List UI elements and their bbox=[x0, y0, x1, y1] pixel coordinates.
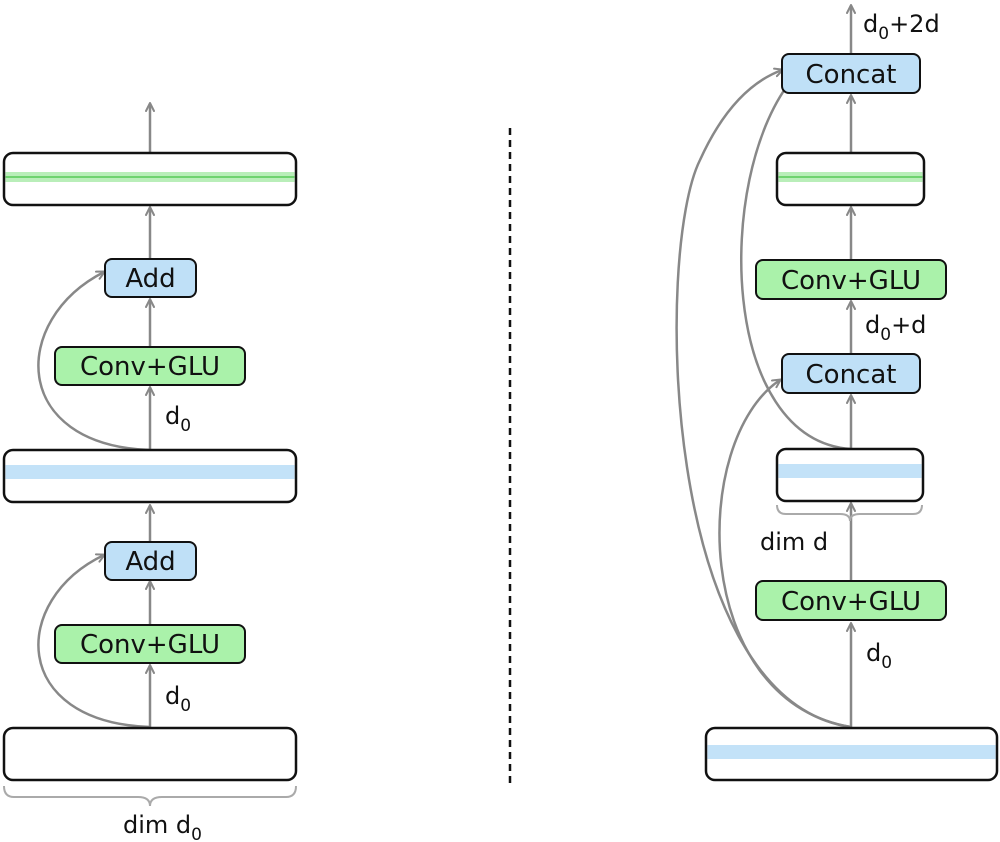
right-concat-mid: Concat bbox=[781, 353, 921, 394]
right-skip-smalllayer-to-concat-top bbox=[740, 80, 852, 451]
left-d0-upper: d0 bbox=[165, 402, 191, 436]
left-add-top-label: Add bbox=[125, 264, 175, 294]
left-add-top: Add bbox=[104, 258, 197, 298]
left-d0-lower: d0 bbox=[165, 682, 191, 716]
left-conv-bottom-label: Conv+GLU bbox=[80, 630, 220, 660]
left-conv-bottom: Conv+GLU bbox=[54, 624, 246, 664]
right-dim-brace bbox=[776, 504, 923, 522]
right-upper-layer bbox=[775, 151, 926, 207]
left-conv-top: Conv+GLU bbox=[54, 346, 246, 386]
left-residual-lower bbox=[37, 553, 151, 729]
left-dim-label: dim d0 bbox=[123, 811, 202, 842]
left-input-layer bbox=[2, 726, 298, 782]
left-output-layer bbox=[2, 151, 298, 207]
left-add-bottom-label: Add bbox=[125, 547, 175, 577]
right-dim-label: dim d bbox=[760, 528, 828, 556]
left-conv-top-label: Conv+GLU bbox=[80, 352, 220, 382]
left-diagram: Add Conv+GLU d0 Add Conv+GLU d0 bbox=[2, 102, 298, 842]
right-input-layer bbox=[704, 726, 999, 782]
right-mid-dim-label: d0+d bbox=[865, 311, 926, 345]
right-concat-top-label: Concat bbox=[806, 60, 897, 90]
right-conv-top: Conv+GLU bbox=[755, 259, 947, 300]
left-mid-layer bbox=[2, 448, 298, 504]
right-small-layer bbox=[775, 447, 925, 503]
left-residual-upper bbox=[37, 270, 151, 452]
left-add-bottom: Add bbox=[104, 541, 197, 581]
right-diagram: d0+2d Concat Conv+GLU d0+d Concat bbox=[675, 4, 999, 782]
right-conv-bottom-label: Conv+GLU bbox=[781, 587, 921, 617]
right-d0-label: d0 bbox=[866, 639, 892, 673]
right-out-dim-label: d0+2d bbox=[863, 10, 940, 44]
right-conv-bottom: Conv+GLU bbox=[755, 580, 947, 621]
right-concat-top: Concat bbox=[781, 53, 921, 94]
right-conv-top-label: Conv+GLU bbox=[781, 266, 921, 296]
left-dim-brace bbox=[3, 785, 297, 807]
right-skip-input-to-concat-mid bbox=[718, 378, 852, 729]
right-concat-mid-label: Concat bbox=[806, 360, 897, 390]
